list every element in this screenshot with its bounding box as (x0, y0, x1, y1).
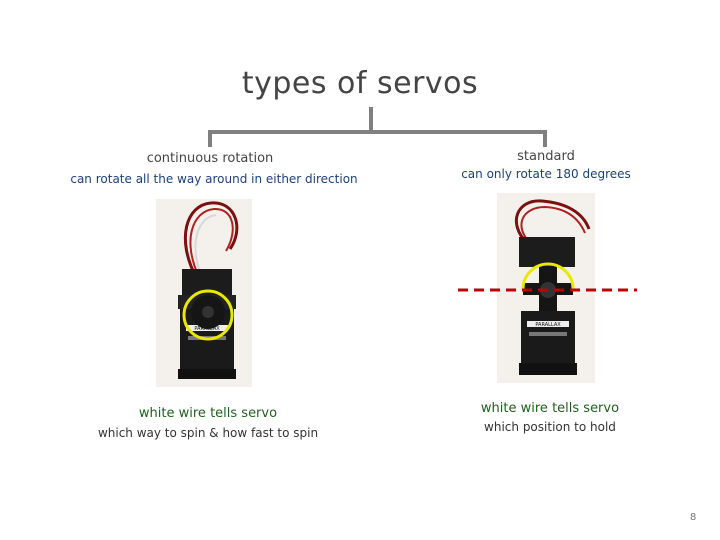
standard-brand: PARALLAX (535, 322, 561, 328)
slide-title: types of servos (241, 66, 479, 101)
standard-caption-sub: which position to hold (484, 420, 616, 434)
continuous-servo-photo: PARALLAX (156, 199, 252, 387)
continuous-subheading: can rotate all the way around in either … (70, 172, 358, 186)
rotation-highlight-circle (182, 289, 234, 341)
page-number: 8 (690, 512, 697, 523)
continuous-caption-main: white wire tells servo (138, 406, 278, 421)
continuous-brand: PARALLAX (194, 326, 220, 332)
standard-caption-main: white wire tells servo (480, 401, 620, 416)
standard-heading: standard (517, 149, 575, 164)
standard-subheading: can only rotate 180 degrees (461, 167, 631, 181)
continuous-caption-sub: which way to spin & how fast to spin (97, 426, 319, 440)
standard-servo-photo: PARALLAX (497, 193, 595, 383)
continuous-heading: continuous rotation (146, 151, 274, 166)
rotation-highlight-arc (521, 262, 575, 290)
180-degree-dashed-line (458, 288, 637, 292)
